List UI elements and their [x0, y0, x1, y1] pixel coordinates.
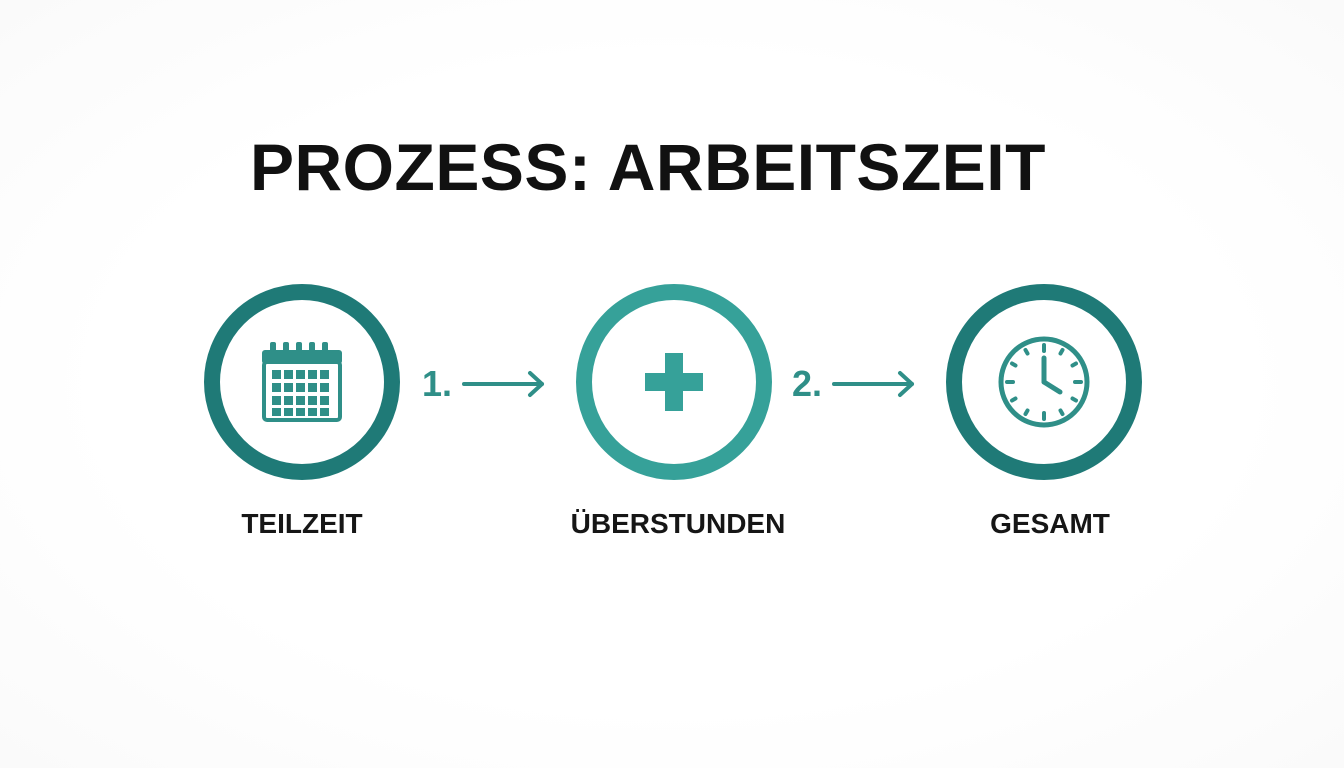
arrow-right-icon [832, 371, 915, 397]
step-number-1: 1. [422, 363, 453, 404]
step-label-teilzeit: TEILZEIT [241, 508, 363, 539]
plus-icon [645, 353, 703, 411]
arrow-right-icon [462, 371, 545, 397]
step-label-ueberstunden: ÜBERSTUNDEN [570, 508, 786, 539]
step-number-2: 2. [792, 363, 823, 404]
calendar-icon [262, 342, 342, 422]
connector-1: 1. [422, 364, 548, 404]
step-circle-ueberstunden [576, 284, 772, 480]
step-label-gesamt: GESAMT [990, 508, 1110, 539]
step-circle-gesamt [946, 284, 1142, 480]
clock-icon [998, 336, 1090, 428]
connector-2: 2. [792, 364, 918, 404]
step-circle-teilzeit [204, 284, 400, 480]
diagram-title: PROZESS: ARBEITSZEIT [250, 130, 1046, 204]
